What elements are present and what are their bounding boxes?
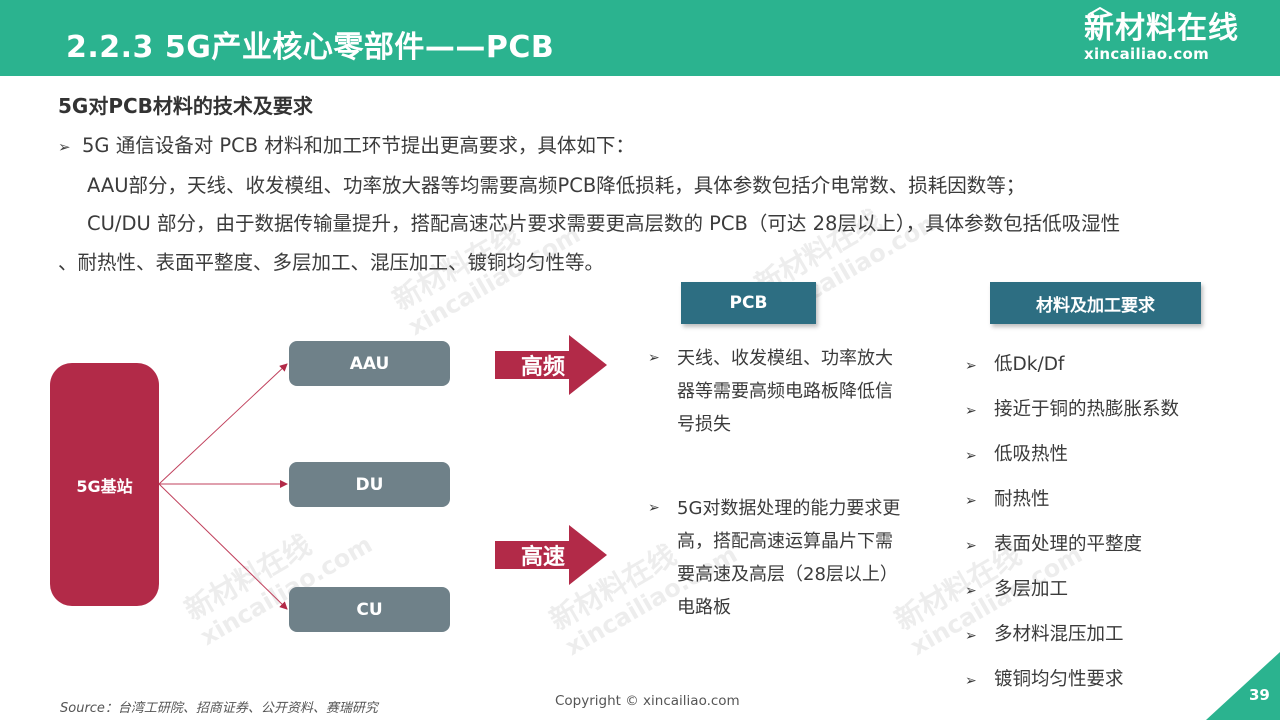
node-cu: CU	[289, 587, 450, 632]
paragraph-1: 5G 通信设备对 PCB 材料和加工环节提出更高要求，具体如下：	[82, 134, 635, 157]
list-item: ➢耐热性	[965, 489, 1050, 510]
paragraph-4: 、耐热性、表面平整度、多层加工、混压加工、镀铜均匀性等。	[58, 251, 605, 274]
page-title: 2.2.3 5G产业核心零部件——PCB	[66, 30, 555, 65]
bullet-arrow-icon: ➢	[965, 673, 977, 689]
logo-domain: xincailiao.com	[1084, 45, 1210, 63]
block-arrow-icon	[495, 525, 607, 585]
paragraph-2: AAU部分，天线、收发模组、功率放大器等均需要高频PCB降低损耗，具体参数包括介…	[87, 174, 1026, 197]
source-note: Source：台湾工研院、招商证券、公开资料、赛瑞研究	[60, 701, 378, 716]
copyright-text: Copyright © xincailiao.com	[555, 693, 740, 709]
connector-aau	[158, 363, 288, 485]
bullet-arrow-icon: ➢	[965, 448, 977, 464]
bullet-arrow-icon: ➢	[965, 403, 977, 419]
bullet-arrow-icon: ➢	[965, 493, 977, 509]
bullet-arrow-icon: ➢	[965, 583, 977, 599]
bullet-arrow-icon: ➢	[965, 358, 977, 374]
connector-cu	[158, 483, 288, 610]
site-logo[interactable]: 新材料在线 xincailiao.com	[1084, 6, 1239, 63]
block-arrow-icon	[495, 335, 607, 395]
bullet-arrow-icon: ➢	[965, 538, 977, 554]
pcb-item-high-speed: ➢ 5G对数据处理的能力要求更高，搭配高速运算晶片下需要高速及高层（28层以上）…	[648, 492, 910, 624]
list-item: ➢多材料混压加工	[965, 624, 1124, 645]
list-item: ➢多层加工	[965, 579, 1069, 600]
list-item: ➢接近于铜的热膨胀系数	[965, 399, 1180, 420]
logo-roof-icon	[1087, 6, 1113, 16]
list-item: ➢镀铜均匀性要求	[965, 669, 1124, 690]
requirements-list: ➢低Dk/Df ➢接近于铜的热膨胀系数 ➢低吸热性 ➢耐热性 ➢表面处理的平整度…	[965, 350, 1179, 710]
section-subtitle: 5G对PCB材料的技术及要求	[58, 94, 313, 118]
arrow-high-speed: 高速	[495, 525, 607, 585]
header-bar: 2.2.3 5G产业核心零部件——PCB 新材料在线 xincailiao.co…	[0, 0, 1280, 76]
arrow-high-frequency-label: 高频	[520, 355, 565, 380]
page-corner-triangle	[1206, 652, 1280, 720]
bullet-arrow-icon: ➢	[58, 138, 71, 156]
bullet-arrow-icon: ➢	[648, 350, 660, 366]
page-number: 39	[1249, 686, 1270, 704]
bullet-arrow-icon: ➢	[648, 500, 660, 516]
logo-text: 新材料在线	[1084, 11, 1239, 46]
pcb-item-high-frequency: ➢ 天线、收发模组、功率放大器等需要高频电路板降低信号损失	[648, 342, 910, 441]
node-du: DU	[289, 462, 450, 507]
material-header: 材料及加工要求	[990, 282, 1201, 324]
bullet-arrow-icon: ➢	[965, 628, 977, 644]
list-item: ➢表面处理的平整度	[965, 534, 1143, 555]
pcb-header: PCB	[681, 282, 816, 324]
node-5g-base-station: 5G基站	[50, 363, 159, 606]
arrow-high-frequency: 高频	[495, 335, 607, 395]
paragraph-3: CU/DU 部分，由于数据传输量提升，搭配高速芯片要求需要更高层数的 PCB（可…	[87, 212, 1121, 235]
node-aau: AAU	[289, 341, 450, 386]
intro-bullet: ➢ 5G 通信设备对 PCB 材料和加工环节提出更高要求，具体如下：	[58, 129, 635, 158]
list-item: ➢低Dk/Df	[965, 354, 1065, 375]
arrow-high-speed-label: 高速	[520, 545, 565, 570]
list-item: ➢低吸热性	[965, 444, 1069, 465]
